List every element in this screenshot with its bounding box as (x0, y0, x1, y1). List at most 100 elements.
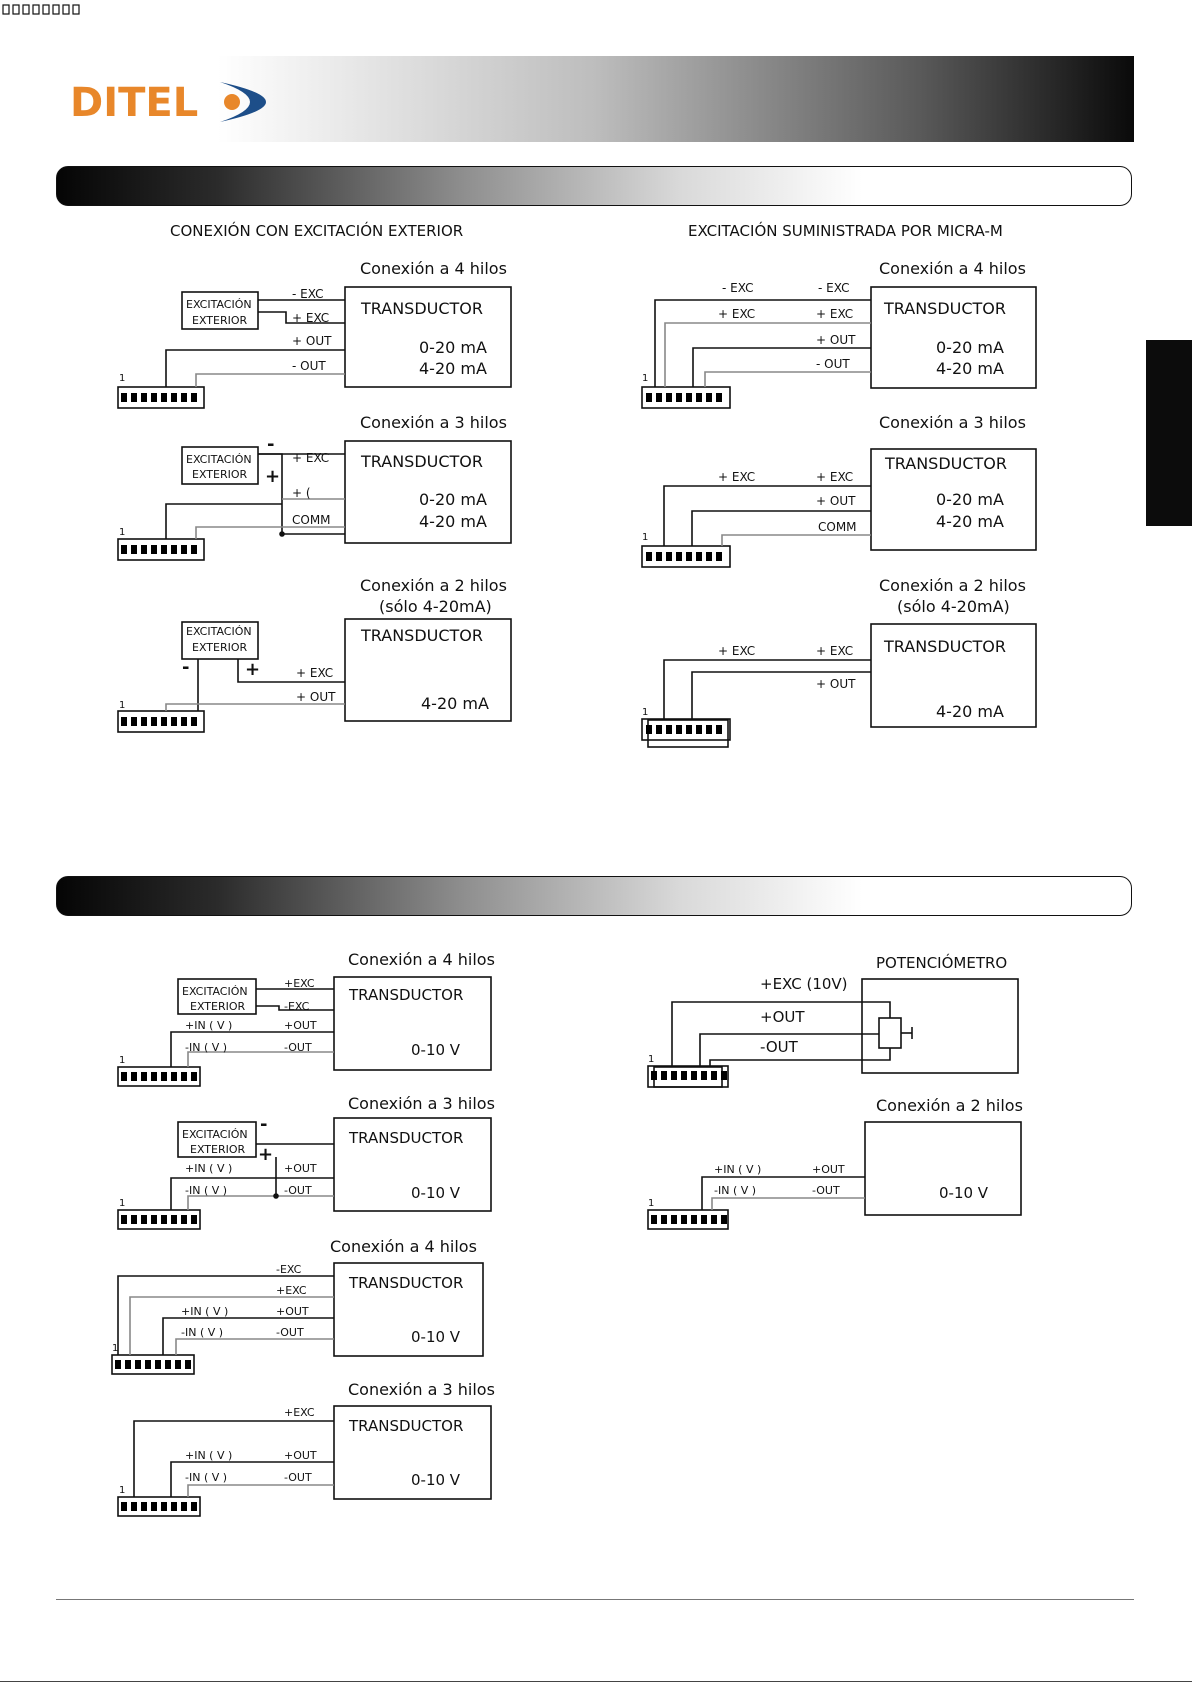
range-label: 0-10 V (411, 1471, 461, 1489)
pin1-label: 1 (119, 700, 125, 711)
heading-2hilos: Conexión a 2 hilos (360, 576, 507, 595)
wire-label: -IN ( V ) (185, 1184, 227, 1197)
side-tab (1146, 340, 1192, 526)
wire-label: + EXC (816, 307, 853, 321)
wire-label: +EXC (284, 977, 315, 990)
exc-box-line1: EXCITACIÓN (186, 298, 252, 311)
wire-label: -IN ( V ) (185, 1041, 227, 1054)
wire-label: + EXC (292, 451, 329, 465)
wire-label: -OUT (284, 1041, 312, 1054)
wire-label: - EXC (292, 287, 323, 301)
wire-label: -OUT (284, 1471, 312, 1484)
range-label: 0-20 mA (936, 490, 1004, 509)
section-band-2 (56, 876, 1132, 916)
footer-line (56, 1599, 1134, 1600)
wire-label: + OUT (296, 690, 336, 704)
section1-right-title: EXCITACIÓN SUMINISTRADA POR MICRA-M (688, 221, 1003, 240)
range-label: 4-20 mA (936, 359, 1004, 378)
pin1-label: 1 (648, 1198, 654, 1209)
wire-label: + EXC (816, 644, 853, 658)
pot-exc-label: +EXC (10V) (760, 975, 848, 993)
logo-text: DITEL (70, 80, 198, 126)
pot-out-plus-label: +OUT (760, 1008, 805, 1026)
minus-mark: - (267, 434, 274, 455)
wire-label: - EXC (722, 281, 753, 295)
transductor-label: TRANSDUCTOR (360, 299, 483, 318)
transductor-label: TRANSDUCTOR (360, 626, 483, 645)
wire-label: +OUT (284, 1162, 317, 1175)
ditel-logo: DITEL (70, 80, 266, 126)
heading-4hilos: Conexión a 4 hilos (330, 1237, 477, 1256)
wire-label: +IN ( V ) (185, 1449, 232, 1462)
wire-label: + EXC (816, 470, 853, 484)
range-label: 0-20 mA (419, 490, 487, 509)
range-label: 4-20 mA (936, 702, 1004, 721)
transductor-label: TRANSDUCTOR (883, 299, 1006, 318)
pot-out-minus-label: -OUT (760, 1038, 799, 1056)
wire-label: + OUT (816, 494, 856, 508)
wire-label: -EXC (276, 1263, 302, 1276)
wire-label: - EXC (818, 281, 849, 295)
plus-mark: + (258, 1144, 273, 1165)
wire-label: -OUT (284, 1184, 312, 1197)
heading-4hilos: Conexión a 4 hilos (360, 259, 507, 278)
wire-label: COMM (818, 520, 857, 534)
range-label: 0-20 mA (419, 338, 487, 357)
transductor-label: TRANSDUCTOR (884, 454, 1007, 473)
wire-label: + EXC (718, 307, 755, 321)
wire-label: +EXC (276, 1284, 307, 1297)
plus-mark: + (245, 659, 260, 680)
exc-box-line2: EXTERIOR (190, 1000, 246, 1013)
wire-label: -EXC (284, 1000, 310, 1013)
minus-mark: - (260, 1114, 267, 1135)
range-label: 0-10 V (939, 1184, 989, 1202)
pin1-label: 1 (119, 1055, 125, 1066)
exc-box-line1: EXCITACIÓN (182, 985, 248, 998)
wire-label: COMM (292, 513, 331, 527)
exc-box-line1: EXCITACIÓN (182, 1128, 248, 1141)
wire-label: +IN ( V ) (181, 1305, 228, 1318)
wire-label: + OUT (292, 334, 332, 348)
heading-solo: (sólo 4-20mA) (379, 597, 492, 616)
bottom-line (0, 1681, 1192, 1682)
heading-4hilos: Conexión a 4 hilos (348, 950, 495, 969)
wire-label: +IN ( V ) (714, 1163, 761, 1176)
exc-box-line2: EXTERIOR (192, 468, 248, 481)
wire-label: -IN ( V ) (185, 1471, 227, 1484)
pin1-label: 1 (119, 1198, 125, 1209)
transductor-label: TRANSDUCTOR (348, 1274, 463, 1292)
wire-label: +IN ( V ) (185, 1019, 232, 1032)
range-label: 4-20 mA (419, 359, 487, 378)
wire-label: -OUT (276, 1326, 304, 1339)
wire-label: + OUT (816, 333, 856, 347)
heading-3hilos: Conexión a 3 hilos (360, 413, 507, 432)
pin1-label: 1 (642, 707, 648, 718)
wire-label: + OUT (816, 677, 856, 691)
range-label: 4-20 mA (421, 694, 489, 713)
range-label: 0-10 V (411, 1041, 461, 1059)
logo-dot-icon (224, 94, 240, 110)
exc-box-line1: EXCITACIÓN (186, 453, 252, 466)
exc-box-line2: EXTERIOR (192, 314, 248, 327)
wire-label: +OUT (812, 1163, 845, 1176)
range-label: 0-20 mA (936, 338, 1004, 357)
pot-title: POTENCIÓMETRO (876, 953, 1007, 972)
wire-label: + ( (292, 486, 311, 500)
section-band-1 (56, 166, 1132, 206)
exc-box-line1: EXCITACIÓN (186, 625, 252, 638)
wire-label: -IN ( V ) (714, 1184, 756, 1197)
transductor-label: TRANSDUCTOR (348, 986, 463, 1004)
heading-3hilos: Conexión a 3 hilos (348, 1380, 495, 1399)
transductor-label: TRANSDUCTOR (348, 1417, 463, 1435)
pin1-label: 1 (112, 1343, 118, 1354)
heading-2hilos: Conexión a 2 hilos (879, 576, 1026, 595)
pin1-label: 1 (119, 1485, 125, 1496)
transductor-label: TRANSDUCTOR (348, 1129, 463, 1147)
wire-label: + EXC (718, 470, 755, 484)
pin1-label: 1 (119, 527, 125, 538)
pin1-label: 1 (119, 373, 125, 384)
range-label: 0-10 V (411, 1184, 461, 1202)
wire-label: - OUT (816, 357, 850, 371)
range-label: 0-10 V (411, 1328, 461, 1346)
